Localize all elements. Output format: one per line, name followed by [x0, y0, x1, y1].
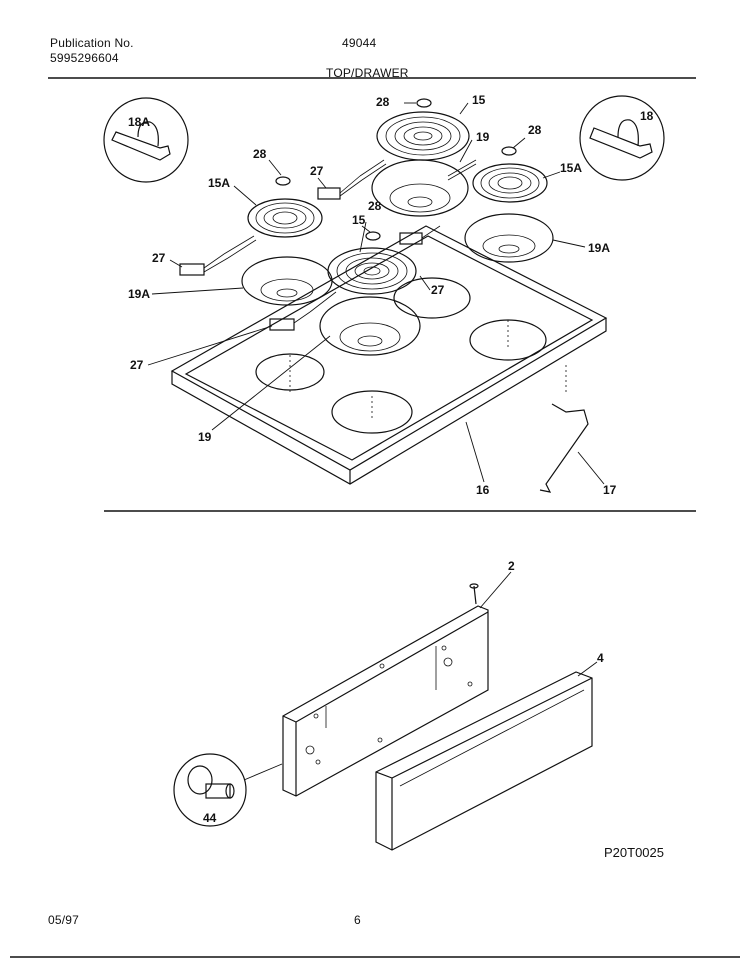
callout-18A: 18A — [128, 115, 150, 129]
footer-date: 05/97 — [48, 913, 80, 927]
callout-19A-left: 19A — [128, 287, 150, 301]
callout-28-left: 28 — [253, 147, 267, 161]
element-15A-right — [472, 163, 548, 203]
screw — [469, 583, 479, 605]
detail-circle-18A — [103, 97, 189, 183]
callout-15-rear: 15 — [472, 93, 486, 107]
callout-27-top: 27 — [310, 164, 324, 178]
callout-16: 16 — [476, 483, 490, 497]
callout-15A-left: 15A — [208, 176, 230, 190]
callout-17: 17 — [603, 483, 617, 497]
section-title: TOP/DRAWER — [326, 66, 409, 80]
insulator-28-left — [275, 176, 291, 186]
drip-bowl-19A-right — [464, 213, 554, 263]
element-15-rear — [376, 111, 470, 161]
leaders-top — [147, 102, 605, 485]
receptacle-27-b — [179, 253, 229, 276]
callout-44: 44 — [203, 811, 217, 825]
receptacle-27-a — [317, 175, 363, 200]
callout-28-right: 28 — [528, 123, 542, 137]
footer-page: 6 — [354, 913, 361, 927]
insulator-28-front — [365, 231, 381, 241]
insulator-28-rear — [416, 98, 432, 108]
leaders-bottom — [243, 571, 598, 781]
receptacle-27-d — [269, 311, 311, 331]
publication-label: Publication No. — [50, 36, 134, 50]
detail-circle-18 — [579, 95, 665, 181]
callout-2: 2 — [508, 559, 515, 573]
receptacle-27-c — [399, 232, 423, 245]
drip-bowl-19A-left — [241, 256, 333, 306]
rod-17 — [539, 403, 589, 493]
figure-code: P20T0025 — [604, 845, 664, 860]
publication-number: 5995296604 — [50, 51, 119, 65]
callout-4: 4 — [597, 651, 604, 665]
drawer-panel-2 — [282, 605, 489, 797]
element-15-front — [327, 247, 417, 295]
drip-bowl-19-rear — [371, 159, 469, 217]
callout-28-rear: 28 — [376, 95, 390, 109]
callout-27-left: 27 — [152, 251, 166, 265]
callout-19A-right: 19A — [588, 241, 610, 255]
insulator-28-right — [501, 146, 517, 156]
callout-28-front: 28 — [368, 199, 382, 213]
drawer-front-4 — [375, 671, 593, 851]
cooktop-16 — [170, 225, 608, 485]
callout-27-center: 27 — [431, 283, 445, 297]
element-terminals — [223, 159, 477, 313]
callout-18: 18 — [640, 109, 654, 123]
callout-19-front: 19 — [198, 430, 212, 444]
model-number: 49044 — [342, 36, 377, 50]
drip-bowl-19-front — [319, 296, 421, 356]
element-15A-left — [247, 198, 323, 238]
callout-19-rear: 19 — [476, 130, 490, 144]
callout-15A-right: 15A — [560, 161, 582, 175]
callout-27-front: 27 — [130, 358, 144, 372]
detail-circle-44 — [173, 753, 247, 827]
callout-15-front: 15 — [352, 213, 366, 227]
